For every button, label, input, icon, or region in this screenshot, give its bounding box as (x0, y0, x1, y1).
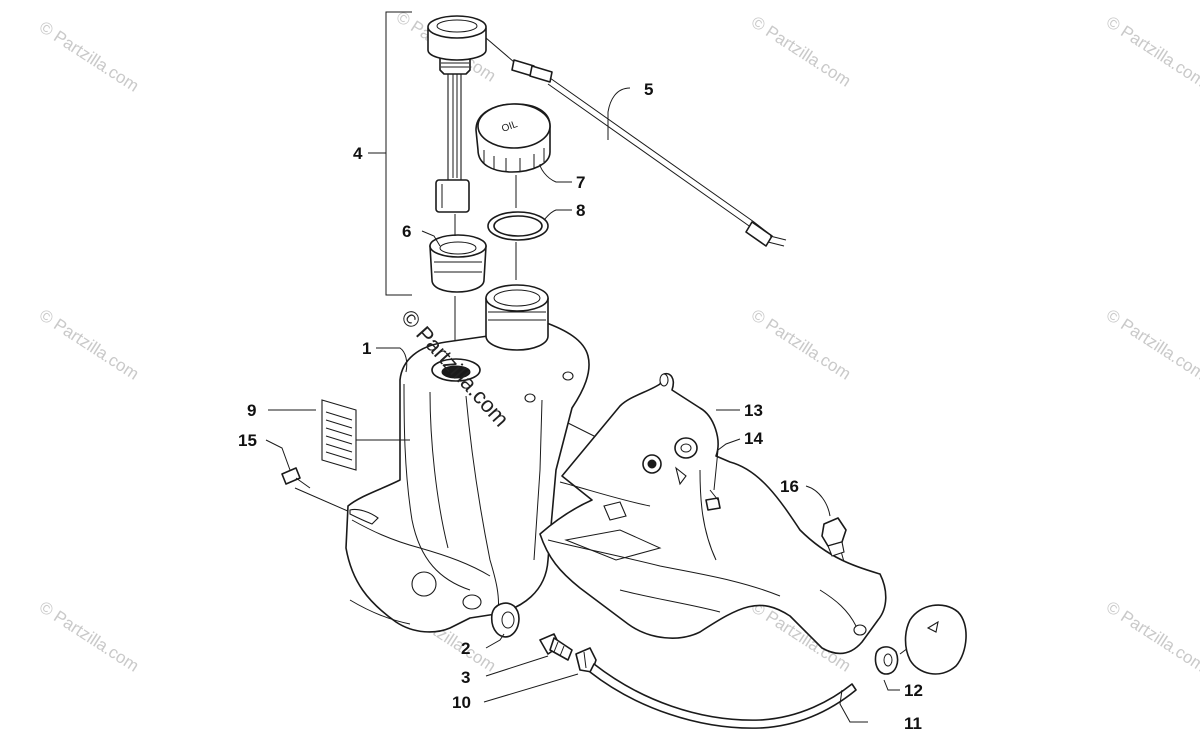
watermark: © Partzilla.com (1103, 597, 1200, 675)
callout-16: 16 (780, 477, 799, 496)
callout-13: 13 (744, 401, 763, 420)
callout-12: 12 (904, 681, 923, 700)
watermark: © Partzilla.com (748, 12, 854, 90)
tank-filler-neck (485, 284, 549, 351)
o-ring (487, 211, 549, 241)
callout-labels: 1 2 3 4 5 6 7 8 9 10 11 12 13 14 15 16 (238, 80, 923, 733)
callout-3: 3 (461, 668, 470, 687)
watermark: © Partzilla.com (1103, 12, 1200, 90)
callout-11: 11 (904, 714, 922, 733)
callout-5: 5 (644, 80, 653, 99)
callout-2: 2 (461, 639, 470, 658)
watermark: © Partzilla.com (36, 305, 142, 383)
warning-decal (321, 399, 410, 471)
drain-grommet (874, 646, 899, 675)
mount-screw-right (705, 489, 721, 511)
fuel-gauge-assembly (427, 15, 487, 213)
fuel-cap: OIL (475, 103, 551, 173)
svg-text:OIL: OIL (500, 119, 519, 135)
watermark: © Partzilla.com (1103, 305, 1200, 383)
callout-7: 7 (576, 173, 585, 192)
callout-6: 6 (402, 222, 411, 241)
drain-bolt (821, 517, 847, 557)
watermark: © Partzilla.com (36, 597, 142, 675)
assembly-bracket (368, 11, 412, 296)
callout-1: 1 (362, 339, 371, 358)
callout-10: 10 (452, 693, 471, 712)
watermark: © Partzilla.com (748, 305, 854, 383)
callout-15: 15 (238, 431, 257, 450)
watermark: © Partzilla.com (36, 17, 142, 95)
wire-harness (485, 37, 787, 247)
gasket-pad (904, 604, 967, 675)
oil-tank (345, 321, 590, 633)
callout-14: 14 (744, 429, 763, 448)
gauge-grommet (429, 234, 487, 293)
hose-fitting (539, 633, 573, 661)
leader-lines (265, 87, 900, 723)
callout-8: 8 (576, 201, 585, 220)
callout-4: 4 (353, 144, 363, 163)
fuel-hose (589, 663, 857, 729)
callout-9: 9 (247, 401, 256, 420)
tank-bracket (539, 372, 887, 655)
hose-grommet (490, 602, 520, 638)
mount-screw-left (281, 467, 311, 489)
